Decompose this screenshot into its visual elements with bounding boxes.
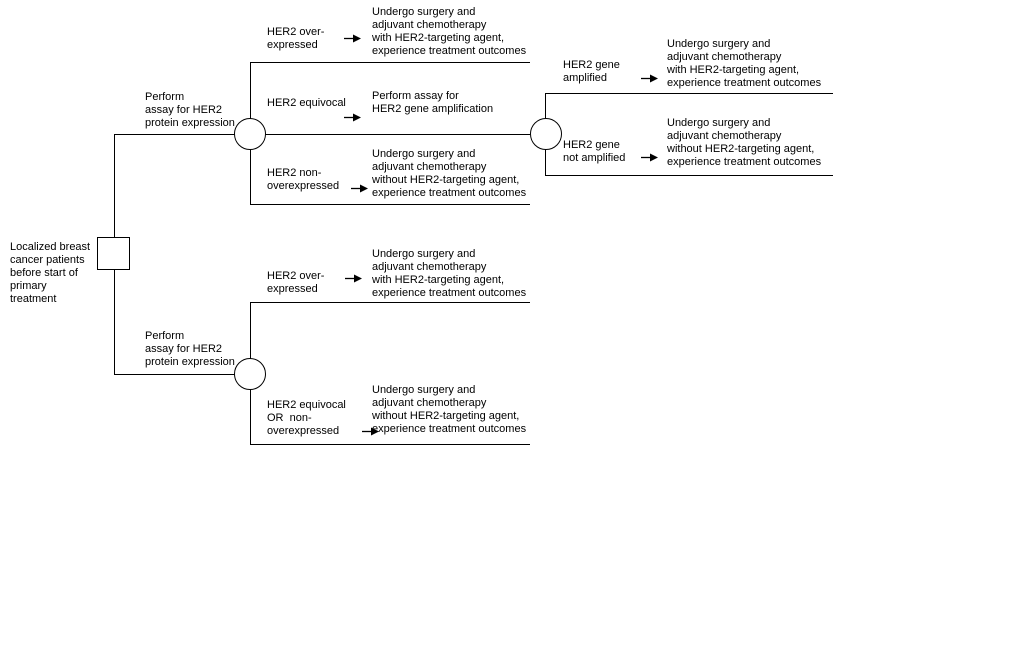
arrow-right-icon bbox=[362, 427, 379, 436]
branch-label-overexpressed-bottom: HER2 over- expressed bbox=[267, 270, 325, 295]
arrow-right-icon bbox=[344, 113, 361, 122]
chance-node-her2-protein-top bbox=[234, 118, 266, 150]
root-branch-line-top bbox=[114, 134, 250, 135]
branch-label-equivocal-or-non: HER2 equivocal OR non- overexpressed bbox=[267, 399, 346, 437]
branch-line-equivocal-or-non bbox=[250, 444, 530, 445]
branch-line-vertical bbox=[250, 134, 251, 204]
outcome-label-with-agent: Undergo surgery and adjuvant chemotherap… bbox=[372, 6, 527, 57]
branch-line-vertical bbox=[250, 374, 251, 444]
branch-line-overexpressed-bottom bbox=[250, 302, 530, 303]
arrow-right-icon bbox=[344, 34, 361, 43]
outcome-label-without-agent: Undergo surgery and adjuvant chemotherap… bbox=[372, 384, 527, 435]
branch-line-equivocal bbox=[250, 134, 530, 135]
outcome-label-without-agent: Undergo surgery and adjuvant chemotherap… bbox=[667, 117, 822, 168]
branch-label-nonoverexpressed: HER2 non- overexpressed bbox=[267, 167, 340, 192]
branch-label-overexpressed-top: HER2 over- expressed bbox=[267, 26, 325, 51]
branch-label-equivocal-top: HER2 equivocal bbox=[267, 97, 346, 109]
chance-node-her2-gene bbox=[530, 118, 562, 150]
arrow-right-icon bbox=[641, 74, 658, 83]
arrow-right-icon bbox=[351, 184, 368, 193]
branch-line-vertical bbox=[250, 62, 251, 134]
arrow-right-icon bbox=[641, 153, 658, 162]
branch-label-gene-not-amplified: HER2 gene not amplified bbox=[563, 139, 626, 164]
root-label: Localized breast cancer patients before … bbox=[10, 241, 91, 305]
branch-line-overexpressed-top bbox=[250, 62, 530, 63]
arrow-right-icon bbox=[345, 274, 362, 283]
outcome-label-without-agent: Undergo surgery and adjuvant chemotherap… bbox=[372, 148, 527, 199]
branch-line-vertical bbox=[545, 134, 546, 175]
decision-node bbox=[97, 237, 130, 270]
outcome-label-with-agent: Undergo surgery and adjuvant chemotherap… bbox=[372, 248, 527, 299]
branch-line-gene-not-amplified bbox=[545, 175, 833, 176]
branch-line-gene-amplified bbox=[545, 93, 833, 94]
branch-label-assay-protein-top: Perform assay for HER2 protein expressio… bbox=[145, 91, 235, 129]
branch-line-vertical bbox=[250, 302, 251, 374]
outcome-label-with-agent: Undergo surgery and adjuvant chemotherap… bbox=[667, 38, 822, 89]
chance-node-her2-protein-bottom bbox=[234, 358, 266, 390]
branch-line-nonoverexpressed bbox=[250, 204, 530, 205]
branch-line-vertical bbox=[545, 93, 546, 134]
next-test-label-gene-amplification: Perform assay for HER2 gene amplificatio… bbox=[372, 90, 494, 115]
root-branch-line-bottom bbox=[114, 374, 250, 375]
branch-label-assay-protein-bottom: Perform assay for HER2 protein expressio… bbox=[145, 330, 235, 368]
branch-label-gene-amplified: HER2 gene amplified bbox=[563, 59, 620, 84]
